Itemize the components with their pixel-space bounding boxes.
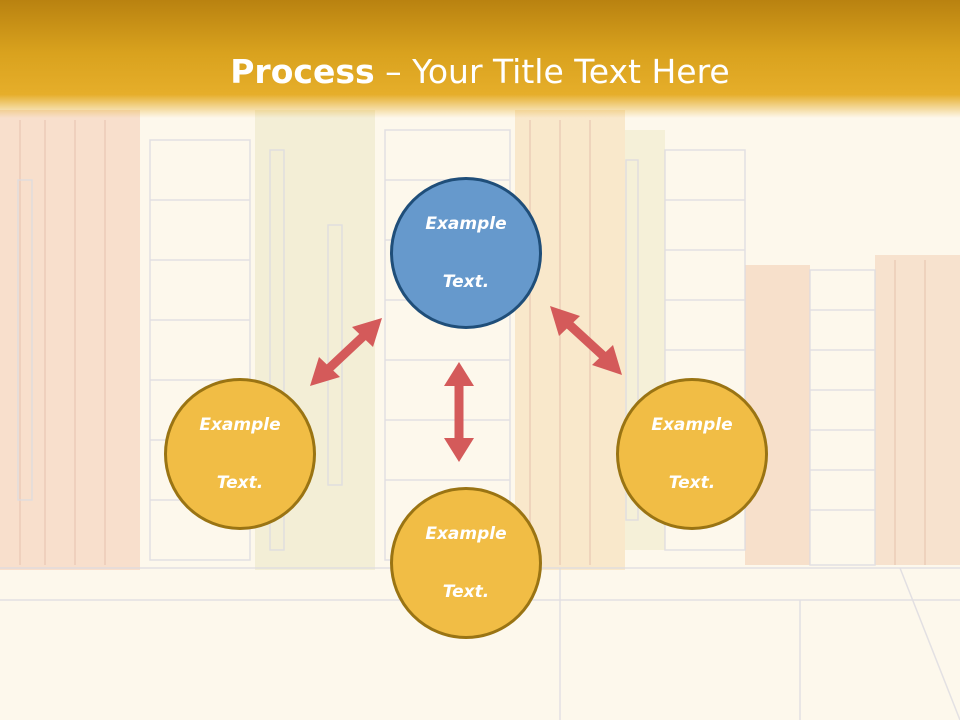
node-top-line1: Example bbox=[425, 213, 507, 234]
node-top-line2: Text. bbox=[442, 271, 490, 292]
title-rest: – Your Title Text Here bbox=[374, 52, 730, 91]
title-banner bbox=[0, 0, 960, 118]
node-left-line1: Example bbox=[199, 414, 281, 435]
node-right-line1: Example bbox=[651, 414, 733, 435]
node-bottom-line1: Example bbox=[425, 523, 507, 544]
slide-title: Process – Your Title Text Here bbox=[0, 52, 960, 91]
node-right-line2: Text. bbox=[668, 472, 716, 493]
node-bottom-line2: Text. bbox=[442, 581, 490, 602]
node-left-line2: Text. bbox=[216, 472, 264, 493]
title-bold: Process bbox=[230, 52, 375, 91]
